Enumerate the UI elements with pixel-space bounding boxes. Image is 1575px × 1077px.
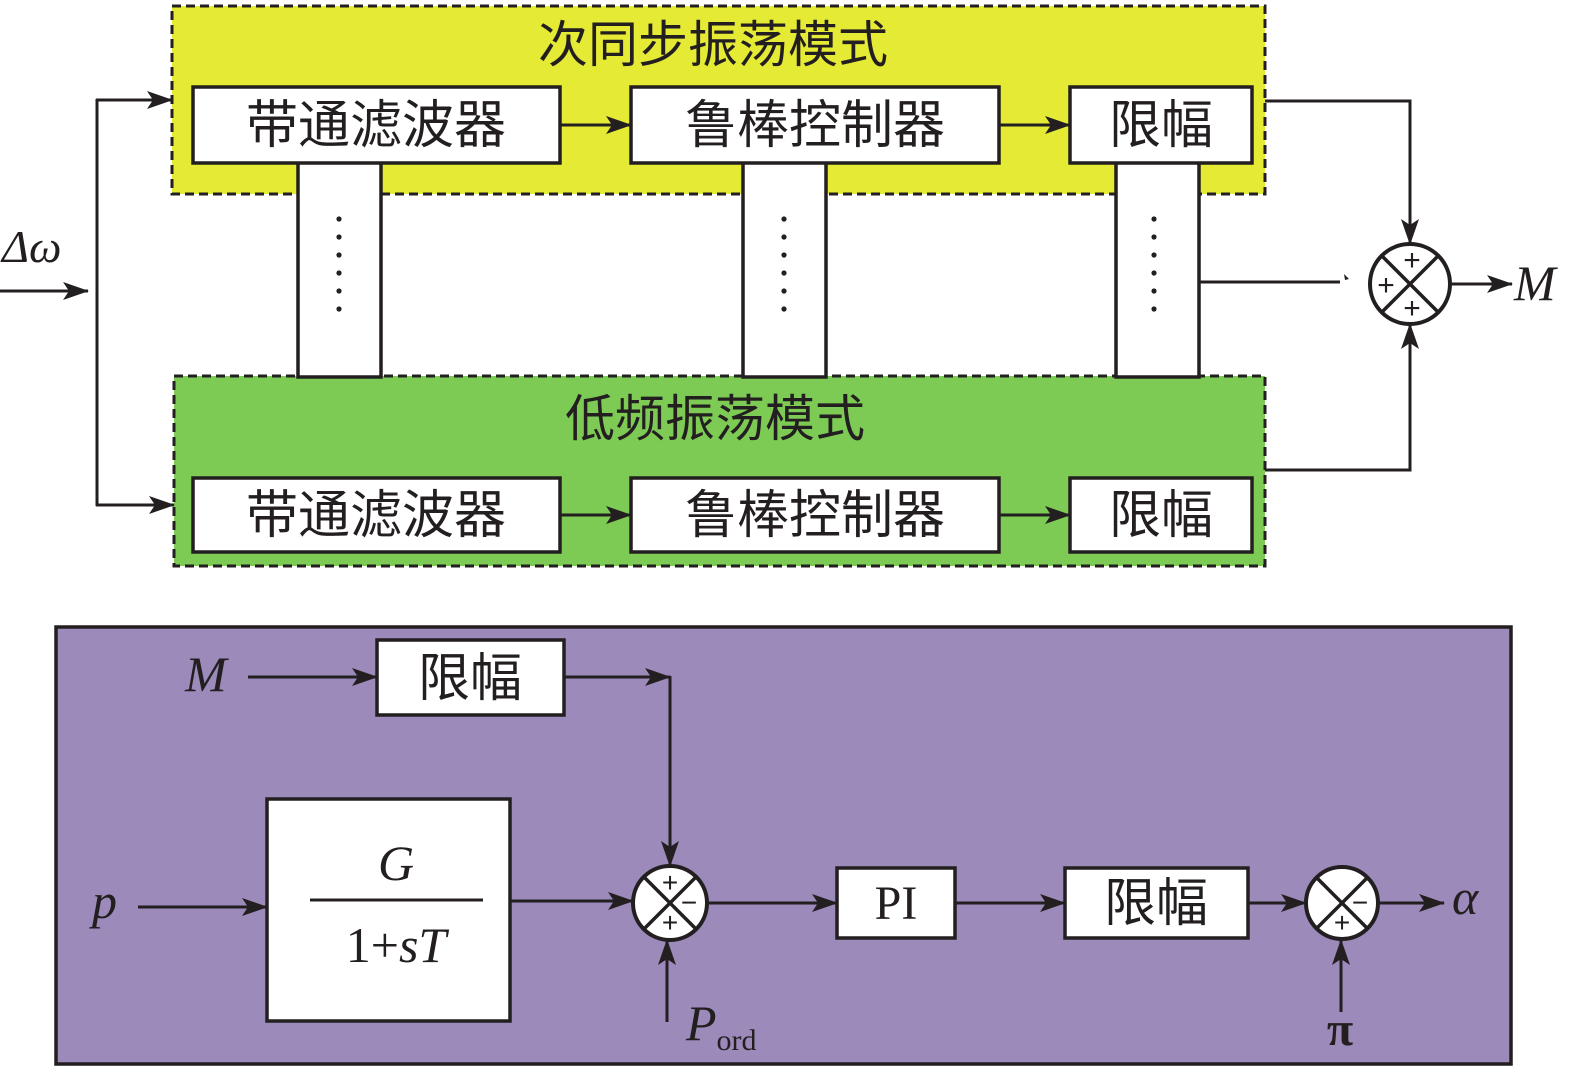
subsync-limiter-block: 限幅 — [1068, 85, 1254, 165]
mode-summing-junction: + + + — [1368, 242, 1452, 326]
angle-summing-junction: − + — [1304, 865, 1380, 941]
m-input-label: M — [184, 646, 229, 702]
denominator-const: 1+ — [346, 917, 399, 973]
subsync-output-wire — [1265, 99, 1419, 245]
first-order-filter-block: G 1+sT — [265, 797, 512, 1023]
lowfreq-limiter-block: 限幅 — [1068, 476, 1254, 554]
sign-right: − — [681, 887, 697, 918]
lowfreq-robust-controller-block: 鲁棒控制器 — [629, 476, 1001, 554]
block-label: 带通滤波器 — [246, 96, 506, 156]
mode-connector-robust — [741, 158, 828, 379]
sign-top: + — [662, 867, 678, 898]
pord-label: Pord — [685, 995, 757, 1057]
intermediate-arrow-tip — [1344, 274, 1349, 280]
p-input-label: p — [89, 873, 117, 929]
filter-numerator: G — [378, 835, 414, 891]
subsync-robust-controller-block: 鲁棒控制器 — [629, 85, 1001, 165]
subsync-mode-title: 次同步振荡模式 — [538, 16, 888, 74]
block-label: 鲁棒控制器 — [685, 486, 945, 546]
block-label: 限幅 — [418, 649, 522, 709]
m-limiter-block: 限幅 — [375, 638, 566, 717]
block-label: 鲁棒控制器 — [685, 96, 945, 156]
filter-denominator: 1+sT — [346, 917, 450, 973]
mode-connector-limiter — [1114, 158, 1201, 379]
subsync-bandpass-filter-block: 带通滤波器 — [191, 85, 562, 165]
converter-control: M 限幅 p G 1+sT + − + Pord PI — [54, 625, 1513, 1066]
block-label: 带通滤波器 — [246, 486, 506, 546]
mode-connector-bandpass — [296, 158, 383, 379]
block-label: 限幅 — [1109, 96, 1213, 156]
pord-main: P — [685, 995, 717, 1051]
sign-right: − — [1352, 887, 1368, 918]
damping-controller: 次同步振荡模式 低频振荡模式 带通滤波器 鲁棒控制器 — [0, 4, 1558, 568]
pi-controller-block: PI — [835, 866, 957, 940]
alpha-output-label: α — [1452, 869, 1480, 925]
m-output-label: M — [1513, 255, 1558, 311]
sign-bottom: + — [1334, 907, 1350, 938]
block-label: 限幅 — [1104, 874, 1208, 934]
lowfreq-mode-title: 低频振荡模式 — [565, 390, 865, 448]
block-label: 限幅 — [1109, 486, 1213, 546]
sign-bottom: + — [1403, 292, 1421, 325]
pi-const-label: π — [1327, 1003, 1353, 1056]
sign-top: + — [1403, 244, 1421, 277]
angle-limiter-block: 限幅 — [1063, 866, 1250, 940]
lowfreq-bandpass-filter-block: 带通滤波器 — [191, 476, 562, 554]
lowfreq-output-wire — [1265, 323, 1419, 472]
pord-subscript: ord — [717, 1024, 757, 1057]
delta-omega-label: Δω — [0, 221, 61, 272]
denominator-var: sT — [399, 917, 449, 973]
sign-bottom: + — [662, 907, 678, 938]
block-label: PI — [875, 877, 918, 930]
power-summing-junction: + − + — [631, 864, 709, 942]
sign-left: + — [1377, 269, 1395, 302]
